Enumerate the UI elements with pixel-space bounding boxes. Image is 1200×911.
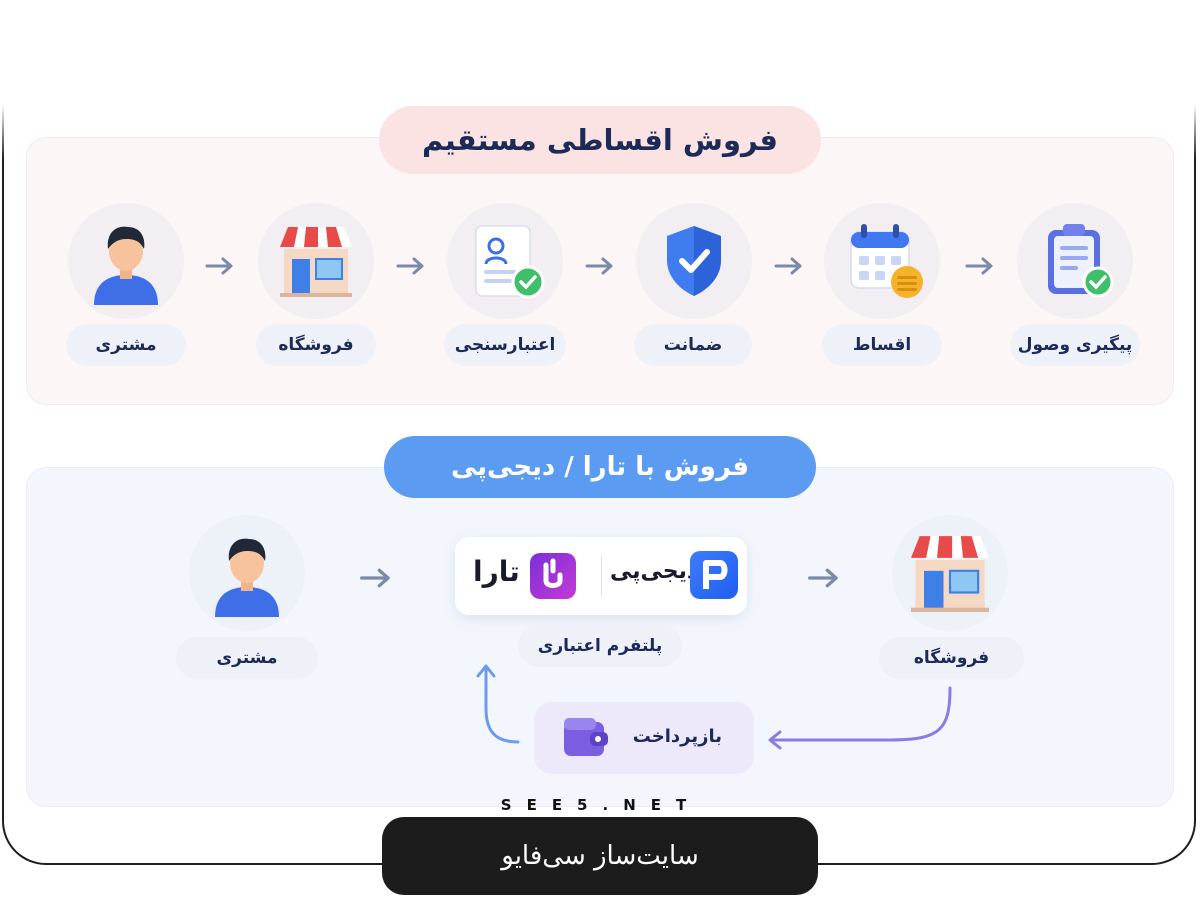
logo-divider [601,555,602,597]
direct-section-title: فروش اقساطی مستقیم [379,106,821,174]
credit-check-document-icon [475,225,545,299]
label-store: فروشگاه [256,324,376,366]
customer-avatar-icon [94,226,158,305]
customer-avatar-icon [215,538,279,617]
arrow-right-icon [808,568,838,588]
credit-platform-logos: تارا دیجی‌پی [455,537,747,615]
digipay-logo-icon [690,551,738,599]
digipay-name: دیجی‌پی [610,559,699,584]
label-installments: اقساط [822,324,942,366]
step-store [258,203,374,319]
step-credit-check [447,203,563,319]
wallet-icon [564,718,608,756]
arrow-right-icon [774,257,802,275]
store-icon [911,536,989,612]
step-follow-up [1017,203,1133,319]
label-follow-up: پیگیری وصول [1010,324,1140,366]
arrow-right-icon [205,257,233,275]
brand-slogan: سایت‌ساز سی‌فایو [382,817,818,895]
step-customer [68,203,184,319]
step-guarantee [636,203,752,319]
arrow-right-icon [965,257,993,275]
platform-customer-label: مشتری [176,637,318,679]
arrow-right-icon [585,257,613,275]
label-credit-check: اعتبارسنجی [444,324,566,366]
platform-store [892,515,1008,631]
arrow-right-icon [360,568,390,588]
platform-customer [189,515,305,631]
step-installments [824,203,940,319]
tara-logo-icon [530,553,576,599]
tara-name: تارا [473,555,520,588]
direct-installment-panel [26,137,1174,405]
brand-domain: SEE5.NET [500,796,702,814]
refund-step: بازپرداخت [534,702,754,774]
arrow-right-icon [396,257,424,275]
label-customer: مشتری [66,324,186,366]
clipboard-check-icon [1048,224,1114,298]
refund-flow-arrows [476,664,952,750]
credit-platform-label: پلتفرم اعتباری [518,625,682,667]
platform-section-title: فروش با تارا / دیجی‌پی [384,436,816,498]
refund-label: بازپرداخت [632,726,722,747]
shield-check-icon [667,226,721,296]
label-guarantee: ضمانت [634,324,752,366]
calendar-coins-icon [850,224,923,298]
platform-store-label: فروشگاه [879,637,1024,679]
store-icon [280,227,352,297]
